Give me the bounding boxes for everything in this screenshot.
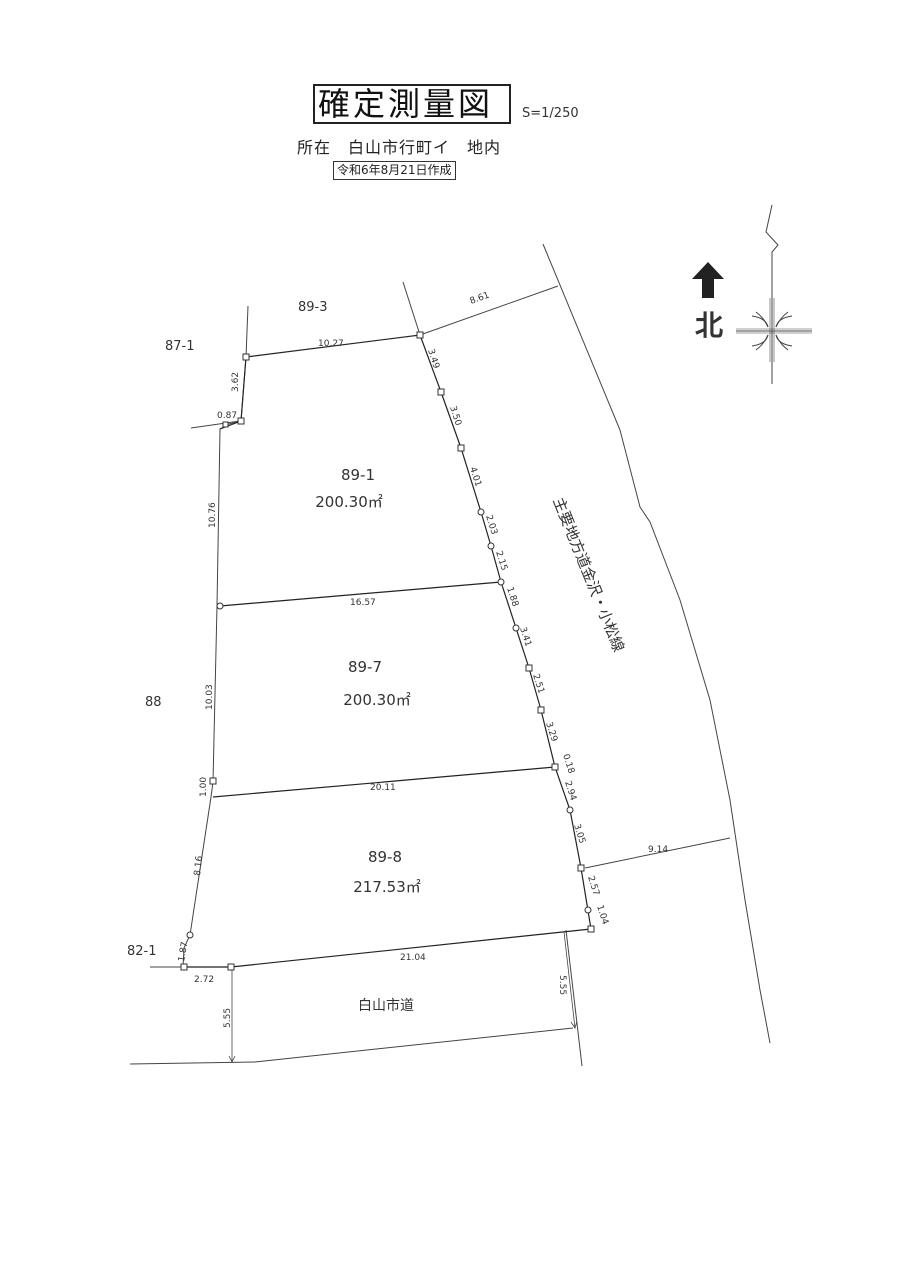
north-label: 北 xyxy=(695,309,723,342)
dimension-label: 1.00 xyxy=(199,777,209,797)
dimension-label: 3.29 xyxy=(543,721,559,743)
dimension-label: 2.03 xyxy=(483,514,499,536)
parcel-area-89-8: 217.53㎡ xyxy=(353,878,421,896)
parcel-area-89-1: 200.30㎡ xyxy=(315,493,383,511)
compass-rose-icon xyxy=(736,204,812,384)
dimension-label: 10.27 xyxy=(318,339,344,349)
parcel-area-89-7: 200.30㎡ xyxy=(343,691,411,709)
dimension-label: 5.55 xyxy=(223,1008,233,1028)
neighbor-lot-label: 89-3 xyxy=(298,300,328,315)
dimension-label: 0.18 xyxy=(560,753,576,775)
dimension-label: 3.49 xyxy=(425,348,441,370)
scale-label: S=1/250 xyxy=(522,106,579,121)
dimension-label: 2.51 xyxy=(530,673,546,695)
dimension-label: 8.16 xyxy=(193,855,205,876)
parcel-id-89-1: 89-1 xyxy=(341,466,375,484)
dimension-label: 8.61 xyxy=(469,291,491,307)
dimension-label: 10.76 xyxy=(208,502,218,528)
dimension-label: 16.57 xyxy=(350,598,376,608)
dimension-label: 0.87 xyxy=(217,411,237,421)
dimension-label: 2.72 xyxy=(194,975,214,985)
date-label: 令和6年8月21日作成 xyxy=(333,161,456,180)
dimension-label: 1.87 xyxy=(177,941,190,962)
dimension-label: 3.05 xyxy=(571,823,587,845)
dimension-label: 5.55 xyxy=(557,975,567,995)
location-label: 所在 白山市行町イ 地内 xyxy=(297,138,502,157)
neighbor-lot-label: 82-1 xyxy=(127,944,157,959)
dimension-label: 2.94 xyxy=(562,780,578,802)
prefectural-road-label: 主要地方道金沢・小松線 xyxy=(549,495,628,655)
city-road-label: 白山市道 xyxy=(358,997,414,1014)
dimension-label: 1.04 xyxy=(594,904,610,926)
dimension-label: 2.57 xyxy=(585,875,601,897)
dimension-label: 20.11 xyxy=(370,783,396,793)
north-arrow-icon xyxy=(692,262,724,298)
dimension-label: 9.14 xyxy=(648,845,668,855)
dimension-lines xyxy=(228,931,578,1063)
parcel-id-89-7: 89-7 xyxy=(348,658,382,676)
survey-points xyxy=(180,331,595,971)
dimension-label: 3.62 xyxy=(231,372,241,392)
neighbor-lot-label: 88 xyxy=(145,695,162,710)
dimension-label: 21.04 xyxy=(400,953,426,963)
parcel-outlines xyxy=(184,334,592,968)
neighbor-lot-label: 87-1 xyxy=(165,339,195,354)
dimension-label: 10.03 xyxy=(205,684,215,710)
page-title: 確定測量図 xyxy=(318,85,494,123)
title-frame xyxy=(313,84,511,124)
parcel-id-89-8: 89-8 xyxy=(368,848,402,866)
boundary-lines xyxy=(129,243,771,1067)
